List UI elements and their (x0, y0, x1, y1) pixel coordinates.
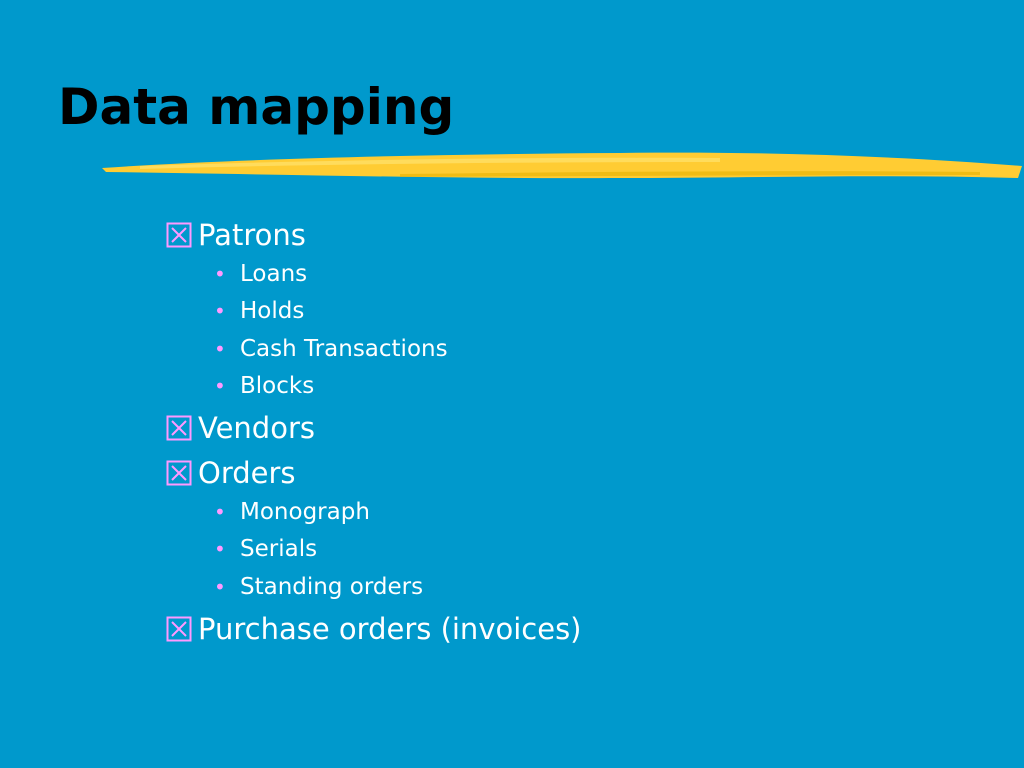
sub-list-item-label: Holds (240, 298, 305, 325)
sub-list-item: • Blocks (214, 368, 582, 406)
checkbox-x-icon (166, 222, 192, 248)
sub-list-item: • Holds (214, 293, 582, 331)
sub-list-item: • Cash Transactions (214, 330, 582, 368)
sub-list-item: • Standing orders (214, 568, 582, 606)
sub-list-item: • Loans (214, 255, 582, 293)
bullet-dot-icon: • (214, 299, 226, 324)
bullet-dot-icon: • (214, 537, 226, 562)
list-item: Vendors (166, 408, 582, 448)
bullet-dot-icon: • (214, 374, 226, 399)
sub-list-item-label: Loans (240, 260, 308, 287)
list-item: Patrons • Loans • Holds • Cash Transactions… (166, 215, 582, 405)
list-item-label: Purchase orders (invoices) (198, 611, 582, 646)
bullet-dot-icon: • (214, 261, 226, 286)
checkbox-x-icon (166, 616, 192, 641)
bullet-dot-icon: • (214, 499, 226, 524)
list-item-label: Patrons (198, 218, 306, 252)
list-item-label: Vendors (198, 411, 315, 445)
slide-title: Data mapping (58, 78, 455, 136)
sub-list-item-label: Serials (240, 536, 318, 563)
bullet-dot-icon: • (214, 574, 226, 599)
sub-list-item-label: Standing orders (240, 573, 424, 600)
bullet-dot-icon: • (214, 336, 226, 361)
sub-list: • Loans • Holds • Cash Transactions • Blocks (166, 255, 582, 405)
list-item: Purchase orders (invoices) (166, 609, 582, 649)
sub-list-item: • Serials (214, 531, 582, 569)
list-item-label: Orders (198, 456, 296, 490)
sub-list: • Monograph • Serials • Standing orders (166, 493, 582, 606)
sub-list-item-label: Monograph (240, 498, 370, 525)
sub-list-item-label: Cash Transactions (240, 335, 448, 362)
sub-list-item: • Monograph (214, 493, 582, 531)
sub-list-item-label: Blocks (240, 373, 315, 400)
title-underline-brushstroke (102, 152, 1022, 179)
checkbox-x-icon (166, 415, 192, 441)
list-item: Orders • Monograph • Serials • Standing ord… (166, 453, 582, 606)
bullet-list: Patrons • Loans • Holds • Cash Transactions… (166, 215, 582, 649)
checkbox-x-icon (166, 460, 192, 486)
